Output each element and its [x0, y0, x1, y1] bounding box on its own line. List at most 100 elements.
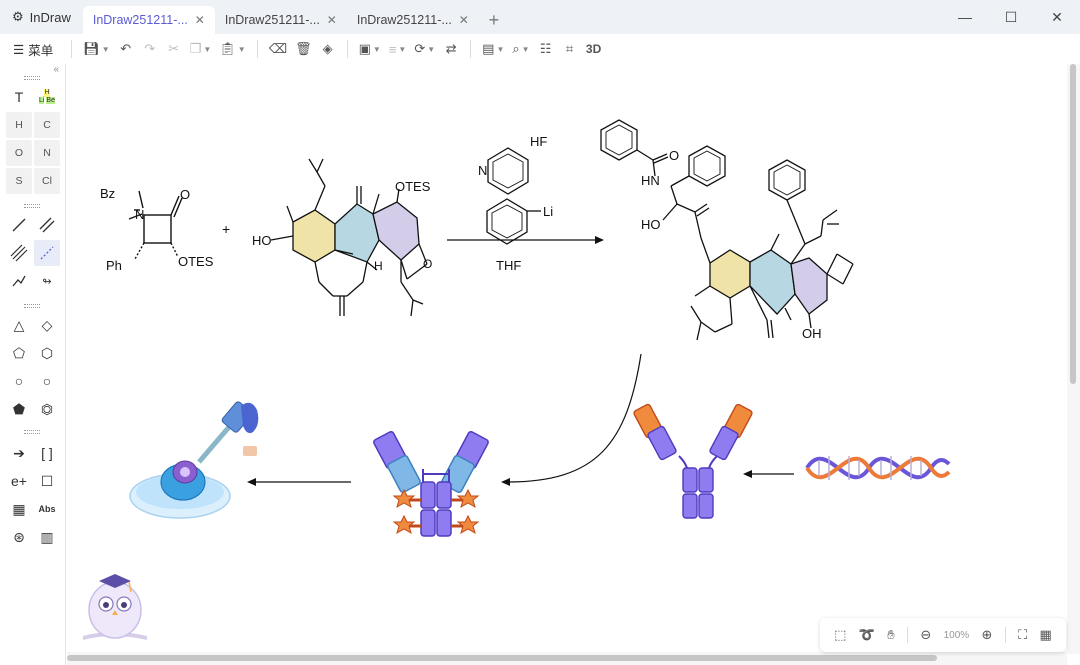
antibody[interactable] [633, 403, 753, 519]
drag-handle[interactable] [24, 204, 40, 208]
drawing-canvas[interactable]: Bz N O Ph OTES + [67, 64, 1067, 654]
abs-stereo-tool[interactable]: Abs [38, 504, 56, 514]
horizontal-scrollbar[interactable] [67, 652, 1067, 665]
align-button[interactable]: ≡▼ [386, 37, 410, 61]
drag-handle[interactable] [24, 76, 40, 80]
structure-database-button[interactable]: ▤▼ [479, 37, 507, 61]
circle-ring-tool[interactable]: ○ [6, 368, 32, 394]
phenyllithium-structure[interactable] [486, 198, 541, 245]
square-ring-tool[interactable]: ◇ [34, 312, 60, 338]
orbital-icon: ⊛ [13, 528, 25, 545]
element-cl-button[interactable]: Cl [34, 168, 60, 194]
cyclopentadiene-tool[interactable]: ⬟ [6, 396, 32, 422]
close-icon[interactable]: ✕ [194, 13, 205, 27]
paclitaxel-structure[interactable] [600, 119, 854, 341]
orbital-tool[interactable]: ⊛ [6, 524, 32, 550]
pentagon-icon: ⬠ [12, 344, 26, 361]
insert-image-button[interactable]: ▣▼ [356, 37, 384, 61]
dna-to-antibody-arrow[interactable] [743, 470, 794, 478]
search-button[interactable]: ⌕▼ [509, 37, 532, 61]
single-bond-tool[interactable] [6, 212, 32, 238]
flip-button[interactable]: ⇄ [440, 37, 462, 61]
beta-lactam-structure[interactable] [128, 190, 183, 260]
library-tool[interactable]: ▥ [34, 524, 60, 550]
3d-view-button[interactable]: 3D [585, 42, 602, 56]
element-h-button[interactable]: H [6, 112, 32, 138]
maximize-button[interactable]: ☐ [1004, 8, 1018, 25]
tab-document-2[interactable]: InDraw251211-... ✕ [215, 6, 347, 34]
left-arrow[interactable] [247, 478, 351, 486]
element-o-button[interactable]: O [6, 140, 32, 166]
drag-handle[interactable] [24, 304, 40, 308]
arrow-tool[interactable]: ➔ [6, 440, 32, 466]
grid-toggle-button[interactable]: ▦ [1040, 627, 1052, 643]
fit-screen-button[interactable]: ⛶ [1018, 627, 1027, 643]
brackets-tool[interactable]: [ ] [41, 445, 53, 461]
shape-tool[interactable]: ☐ [34, 468, 60, 494]
collapse-icon[interactable]: « [53, 64, 59, 75]
triple-bond-icon [10, 244, 28, 262]
chevron-down-icon: ▼ [203, 44, 212, 54]
save-button[interactable]: 💾︎▼ [80, 37, 112, 61]
element-n-button[interactable]: N [34, 140, 60, 166]
pentagon-ring-tool[interactable]: ⬠ [6, 340, 32, 366]
chain-icon [12, 275, 26, 287]
hexagon-ring-tool[interactable]: ⬡ [34, 340, 60, 366]
element-c-button[interactable]: C [34, 112, 60, 138]
zoom-in-button[interactable]: ⊕ [982, 627, 993, 643]
ho-label-product: HO [641, 217, 661, 232]
template-tool[interactable]: ▦ [6, 496, 32, 522]
lasso-tool-button[interactable]: ➰ [859, 627, 875, 643]
cut-button[interactable]: ✂ [163, 37, 185, 61]
rotate-button[interactable]: ⟳▼ [411, 37, 438, 61]
wedge-bond-tool[interactable] [34, 240, 60, 266]
close-icon[interactable]: ✕ [458, 13, 469, 27]
redo-button[interactable]: ↷ [139, 37, 161, 61]
hashed-bond-icon [40, 246, 54, 260]
close-icon[interactable]: ✕ [326, 13, 337, 27]
triangle-ring-tool[interactable]: △ [6, 312, 32, 338]
paste-button[interactable]: 📋︎▼ [216, 37, 248, 61]
benzene-tool[interactable]: ⏣ [34, 396, 60, 422]
pan-tool-button[interactable]: ✋︎ [887, 627, 894, 643]
vertical-scroll-thumb[interactable] [1070, 64, 1076, 384]
drag-handle[interactable] [24, 430, 40, 434]
delete-button[interactable]: 🗑︎ [292, 37, 315, 61]
double-bond-tool[interactable] [34, 212, 60, 238]
text-tool[interactable]: T [14, 89, 24, 105]
dna-helix[interactable] [805, 456, 951, 480]
periodic-table-tool[interactable]: H Li Be [34, 84, 60, 110]
recognize-button[interactable]: ⌗ [559, 37, 581, 61]
eraser-button[interactable]: ⌫ [266, 37, 290, 61]
charge-tool[interactable]: e+ [11, 473, 27, 489]
tab-document-1[interactable]: InDraw251211-... ✕ [82, 6, 215, 34]
tab-document-3[interactable]: InDraw251211-... ✕ [347, 6, 479, 34]
fill-button[interactable]: ◈ [317, 37, 339, 61]
reaction-tool[interactable]: ↬ [34, 268, 60, 294]
settings-gear-icon[interactable]: ⚙ [12, 9, 24, 24]
element-s-button[interactable]: S [6, 168, 32, 194]
chevron-down-icon: ▼ [101, 44, 110, 54]
zoom-out-button[interactable]: ⊖ [920, 627, 931, 643]
circle-ring-tool-2[interactable]: ○ [34, 368, 60, 394]
reaction-arrow[interactable] [447, 236, 604, 244]
close-window-button[interactable]: ✕ [1051, 8, 1063, 25]
hf-label: HF [530, 134, 547, 149]
curved-arrow[interactable] [501, 353, 642, 486]
undo-button[interactable]: ↶ [115, 37, 137, 61]
new-tab-button[interactable]: + [479, 6, 509, 34]
horizontal-scroll-thumb[interactable] [67, 655, 937, 661]
text-search-button[interactable]: ☷ [535, 37, 557, 61]
copy-button[interactable]: ❐▼ [187, 37, 215, 61]
select-tool-button[interactable]: ⬚ [834, 627, 846, 643]
chain-tool[interactable] [6, 268, 32, 294]
cell-culture-illustration[interactable] [129, 401, 259, 519]
triple-bond-tool[interactable] [6, 240, 32, 266]
baccatin-structure[interactable] [270, 158, 428, 317]
menu-button[interactable]: ☰ 菜单 [10, 37, 63, 61]
pyridine-structure[interactable] [487, 147, 529, 195]
antibody-drug-conjugate[interactable] [373, 431, 489, 537]
vertical-scrollbar[interactable] [1067, 64, 1080, 654]
chevron-down-icon: ▼ [237, 44, 246, 54]
minimize-button[interactable]: — [958, 9, 972, 25]
